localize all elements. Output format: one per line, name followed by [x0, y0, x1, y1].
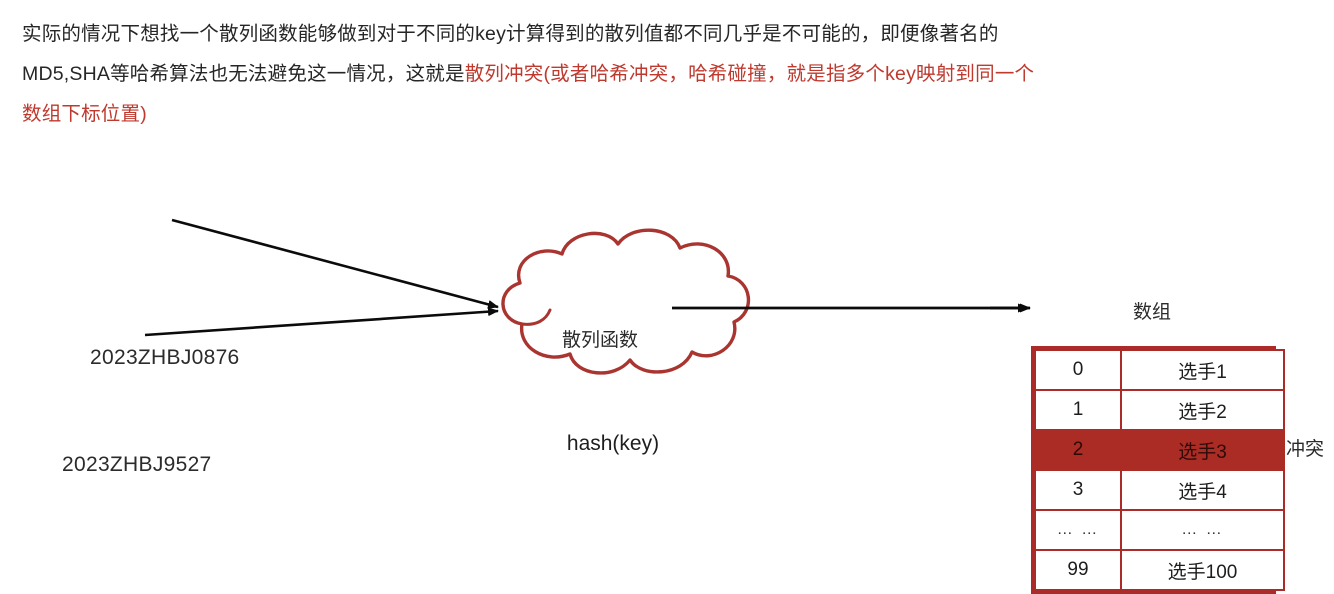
array-index-cell: 1 [1034, 389, 1122, 431]
array-value-cell: 选手3 [1120, 429, 1285, 471]
array-index-cell: 0 [1034, 349, 1122, 391]
array-index-cell: 2 [1034, 429, 1122, 471]
diagram-vector-layer [144, 218, 1031, 375]
cloud-scallop-detail [520, 308, 552, 326]
hash-key-text: hash(key) [566, 432, 660, 455]
collision-label: 冲突 [1286, 439, 1325, 460]
array-value-cell: … … [1120, 509, 1285, 551]
key-label-1: 2023ZHBJ0876 [90, 346, 240, 369]
paragraph-line-3-highlight: 数组下标位置) [22, 103, 147, 125]
array-index-cell: … … [1034, 509, 1122, 551]
paragraph-line-1: 实际的情况下想找一个散列函数能够做到对于不同的key计算得到的散列值都不同几乎是… [22, 14, 1312, 54]
hash-function-label: 散列函数 [562, 330, 639, 351]
hash-function-cloud [501, 228, 751, 375]
key-label-2: 2023ZHBJ9527 [62, 453, 212, 476]
array-index-cell: 3 [1034, 469, 1122, 511]
explanation-paragraph: 实际的情况下想找一个散列函数能够做到对于不同的key计算得到的散列值都不同几乎是… [22, 14, 1312, 134]
array-value-cell: 选手2 [1120, 389, 1285, 431]
arrow-key-1-to-hash [171, 218, 499, 309]
paragraph-line-2: MD5,SHA等哈希算法也无法避免这一情况，这就是散列冲突(或者哈希冲突，哈希碰… [22, 54, 1312, 94]
array-value-cell: 选手1 [1120, 349, 1285, 391]
arrow-key-2-to-hash [144, 307, 499, 337]
array-index-cell: 99 [1034, 549, 1122, 591]
paragraph-line-1-text: 实际的情况下想找一个散列函数能够做到对于不同的key计算得到的散列值都不同几乎是… [22, 23, 999, 45]
array-value-cell: 选手4 [1120, 469, 1285, 511]
paragraph-line-2-highlight: 散列冲突(或者哈希冲突，哈希碰撞，就是指多个key映射到同一个 [464, 63, 1035, 85]
paragraph-line-2-text: MD5,SHA等哈希算法也无法避免这一情况，这就是 [22, 63, 465, 85]
array-value-cell: 选手100 [1120, 549, 1285, 591]
hash-collision-diagram: 2023ZHBJ0876 2023ZHBJ9527 散列函数 hash(key)… [0, 140, 1334, 594]
paragraph-line-3: 数组下标位置) [22, 94, 1312, 134]
array-label: 数组 [1133, 302, 1172, 323]
table-row: … …… … [1034, 509, 1285, 551]
